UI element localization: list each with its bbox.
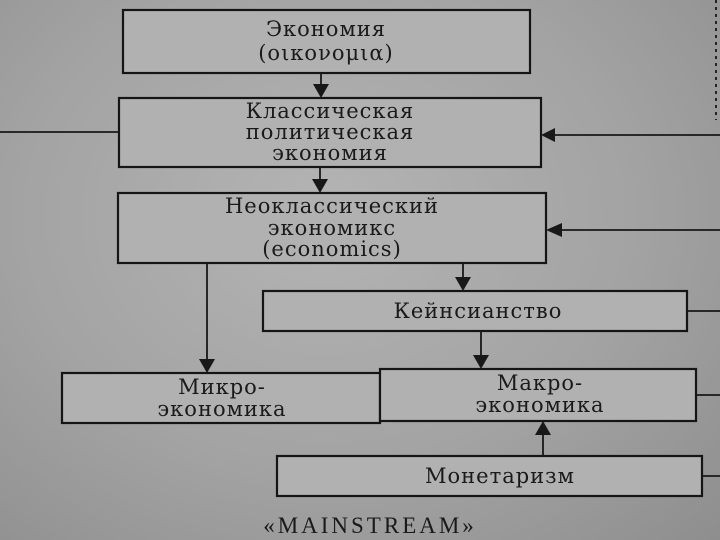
micro-box [60, 371, 382, 425]
arrow-economy-to-classical [313, 73, 329, 98]
arrow-neoclassical-to-micro [199, 263, 215, 373]
arrow-neoclassical-to-keynesianism [455, 263, 471, 291]
neoclassical-label-line3: (economics) [262, 237, 402, 261]
classical-box [117, 96, 543, 169]
micro-label-line2: экономика [157, 397, 286, 421]
neoclassical-label-line2: экономикс [268, 216, 396, 240]
neoclassical-label-line1: Неоклассический [225, 194, 439, 218]
classical-label-line1: Классическая [246, 99, 415, 123]
arrow-right-into-classical [541, 128, 720, 142]
macro-label-line1: Макро- [497, 371, 583, 395]
arrow-right-into-neoclassical [546, 223, 720, 237]
keynesianism-label: Кейнсианство [394, 299, 563, 323]
arrow-monetarism-to-macro [535, 421, 551, 456]
neoclassical-box [116, 191, 548, 265]
macro-box [378, 367, 698, 423]
classical-label-line3: экономия [272, 141, 388, 165]
classical-label-line2: политическая [246, 120, 415, 144]
arrow-classical-to-neoclassical [312, 167, 328, 193]
macro-label-line2: экономика [475, 393, 604, 417]
monetarism-label: Монетаризм [425, 464, 575, 488]
monetarism-box [275, 454, 704, 498]
economy-label-line1: Экономия [266, 17, 386, 41]
arrow-keynesianism-to-macro [473, 331, 489, 369]
economy-box [121, 8, 532, 75]
mainstream-caption: «MAINSTREAM» [263, 513, 477, 538]
economy-label-line2: (οικονομια) [258, 41, 394, 65]
micro-label-line1: Микро- [178, 375, 266, 399]
